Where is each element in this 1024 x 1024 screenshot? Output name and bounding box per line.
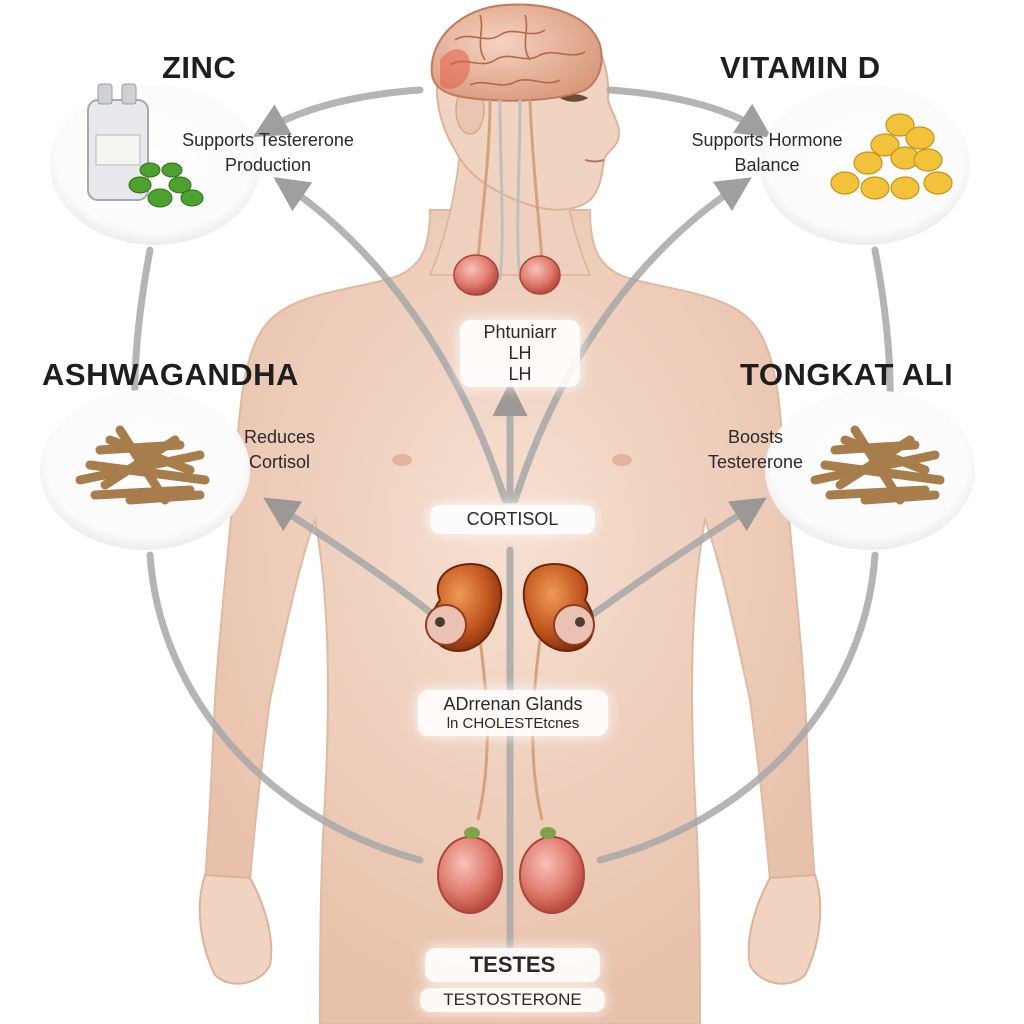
zinc-description: Supports Testererone Production (168, 128, 368, 178)
ashwagandha-line-1: Reduces (243, 427, 316, 447)
tongkat-ali-line-1: Boosts (727, 427, 784, 447)
zinc-bottle-icon (87, 83, 149, 201)
testes-organs (437, 827, 585, 914)
ashwagandha-title: ASHWAGANDHA (42, 357, 299, 392)
tongkat-ali-description: Boosts Testererone (693, 425, 818, 475)
lh-label-1: LH (508, 343, 532, 363)
zinc-title: ZINC (162, 50, 237, 85)
cholesterol-text: ln CHOLESTEtcnes (446, 715, 580, 732)
upper-glands (453, 254, 561, 296)
testosterone-text: TESTOSTERONE (443, 990, 582, 1009)
brain-folds (449, 14, 586, 86)
green-pills-icon (128, 162, 204, 208)
left-nipple (392, 454, 412, 466)
ashwagandha-description: Reduces Cortisol (222, 425, 337, 475)
zinc-line-1: Supports Testererone (182, 130, 354, 150)
pathway-arrows (131, 86, 894, 964)
testes-label: TESTES (425, 948, 600, 982)
brain (430, 3, 603, 102)
testes-text: TESTES (469, 952, 556, 977)
vitamin-d-description: Supports Hormone Balance (672, 128, 862, 178)
lh-label-2: LH (508, 364, 532, 384)
adrenal-glands (425, 563, 595, 652)
tongkat-ali-title: TONGKAT ALI (740, 357, 954, 392)
pituitary-label: Phtuniarr LH LH (460, 320, 580, 387)
left-upper-gland (453, 254, 499, 296)
right-hand (747, 873, 822, 985)
tongkat-ali-root-icon (810, 425, 945, 505)
tongkat-ali-line-2: Testererone (707, 452, 804, 472)
zinc-line-2: Production (224, 155, 312, 175)
vitamin-d-line-1: Supports Hormone (691, 130, 843, 150)
vitamin-d-line-2: Balance (734, 155, 800, 175)
right-upper-gland (519, 255, 561, 295)
right-kidney (553, 604, 595, 646)
left-hand (198, 873, 273, 985)
cortisol-label: CORTISOL (430, 505, 595, 534)
pituitary-text: Phtuniarr (483, 322, 557, 342)
mouth (584, 159, 605, 163)
adrenal-label: ADrrenan Glands ln CHOLESTEtcnes (418, 690, 608, 736)
left-testis (437, 836, 503, 914)
brain-highlight (440, 49, 470, 89)
cortisol-text: CORTISOL (466, 509, 559, 529)
left-kidney (425, 604, 467, 646)
ashwagandha-line-2: Cortisol (248, 452, 310, 472)
ashwagandha-root-icon (75, 425, 210, 505)
adrenal-text: ADrrenan Glands (443, 694, 583, 714)
testosterone-label: TESTOSTERONE (420, 988, 605, 1012)
right-nipple (612, 454, 632, 466)
vitamin-d-title: VITAMIN D (720, 50, 881, 85)
vitamin-d-capsules-icon (830, 113, 953, 200)
right-testis (519, 836, 585, 914)
